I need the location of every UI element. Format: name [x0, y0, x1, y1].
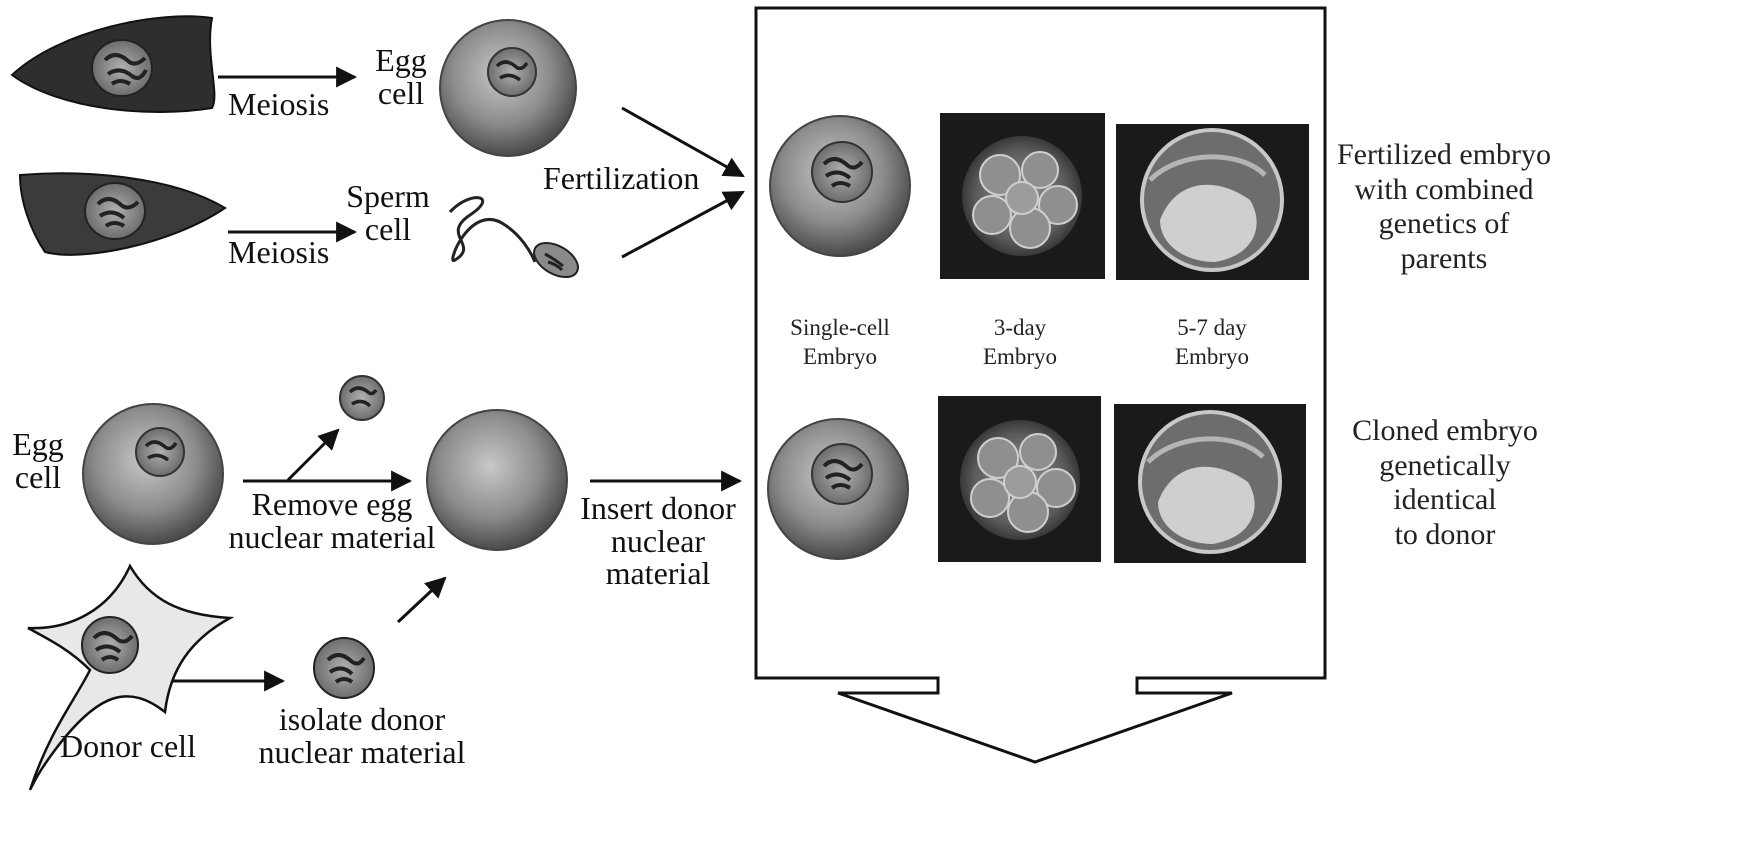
isolate-line1: isolate donor [242, 703, 482, 736]
parent-cell-top [12, 16, 214, 112]
three-day-embryo-bottom [938, 396, 1101, 562]
isolate-line2: nuclear material [242, 736, 482, 769]
insert-line1: Insert donor [568, 492, 748, 525]
egg-cell-top [440, 20, 576, 156]
clone-line1: Cloned embryo [1330, 414, 1560, 449]
meiosis-label-top: Meiosis [228, 88, 329, 121]
egg-bottom-line1: Egg [8, 428, 68, 461]
single-cell-embryo-bottom [768, 419, 908, 559]
egg-cell-bottom [83, 404, 223, 544]
clone-line4: to donor [1330, 518, 1560, 553]
egg-cell-label-top: Egg cell [366, 44, 436, 109]
insert-donor-label: Insert donor nuclear material [568, 492, 748, 590]
egg-cell-label-bottom: Egg cell [8, 428, 68, 493]
stage1-line1: Single-cell [770, 314, 910, 343]
stage2-line2: Embryo [950, 343, 1090, 372]
five-seven-day-embryo-bottom [1114, 404, 1306, 563]
fertilization-arrow-lower [622, 192, 743, 257]
cloned-outcome-label: Cloned embryo genetically identical to d… [1330, 414, 1560, 552]
stage3-line2: Embryo [1142, 343, 1282, 372]
stage-caption-3-day: 3-day Embryo [950, 314, 1090, 372]
stage-caption-single-cell: Single-cell Embryo [770, 314, 910, 372]
donor-nucleus [314, 638, 374, 698]
enucleated-egg [427, 410, 567, 550]
remove-nucleus-label: Remove egg nuclear material [222, 488, 442, 553]
fertilization-label: Fertilization [543, 162, 699, 195]
egg-bottom-line2: cell [8, 461, 68, 494]
sperm-cell-label: Sperm cell [338, 180, 438, 245]
donor-cell-label: Donor cell [60, 730, 196, 763]
stage3-line1: 5-7 day [1142, 314, 1282, 343]
fert-line3: genetics of [1328, 207, 1560, 242]
sperm-label-line2: cell [338, 213, 438, 246]
five-seven-day-embryo-top [1116, 124, 1309, 280]
stage1-line2: Embryo [770, 343, 910, 372]
fert-line2: with combined [1328, 173, 1560, 208]
clone-line3: identical [1330, 483, 1560, 518]
transfer-arrow [398, 578, 445, 622]
egg-label-line2: cell [366, 77, 436, 110]
single-cell-embryo-top [770, 116, 910, 256]
egg-label-line1: Egg [366, 44, 436, 77]
sperm-label-line1: Sperm [338, 180, 438, 213]
insert-line3: material [568, 557, 748, 590]
remove-line2: nuclear material [222, 521, 442, 554]
three-day-embryo-top [940, 113, 1105, 279]
sperm-cell [450, 198, 584, 285]
removed-nucleus [340, 376, 384, 420]
stage-caption-5-7-day: 5-7 day Embryo [1142, 314, 1282, 372]
parent-cell-bottom [20, 173, 225, 254]
fert-line1: Fertilized embryo [1328, 138, 1560, 173]
meiosis-label-bottom: Meiosis [228, 236, 329, 269]
fert-line4: parents [1328, 242, 1560, 277]
clone-line2: genetically [1330, 449, 1560, 484]
remove-line1: Remove egg [222, 488, 442, 521]
remove-nucleus-arrow [288, 430, 338, 480]
fertilized-outcome-label: Fertilized embryo with combined genetics… [1328, 138, 1560, 276]
isolate-donor-label: isolate donor nuclear material [242, 703, 482, 768]
stage2-line1: 3-day [950, 314, 1090, 343]
insert-line2: nuclear [568, 525, 748, 558]
